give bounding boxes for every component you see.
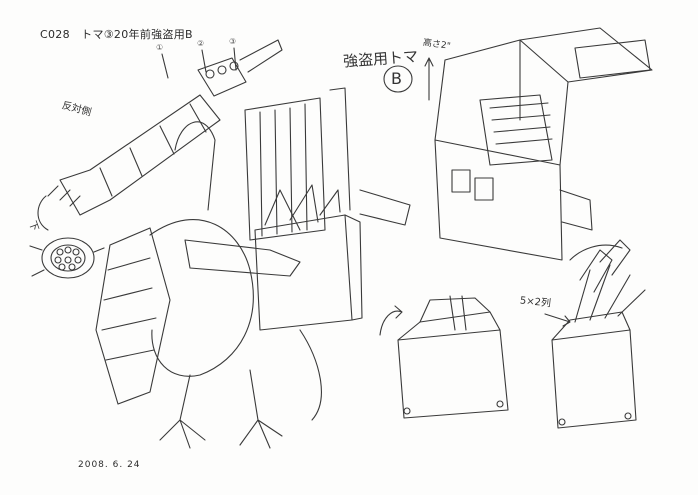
callout-arrows [161, 47, 237, 79]
muzzle-drawing [29, 237, 105, 279]
bag-drawing [379, 295, 509, 419]
callout-3: ③ [229, 37, 237, 46]
backpack-drawing [244, 87, 411, 331]
bag-full-drawing [544, 239, 646, 429]
callout-2: ② [197, 39, 205, 48]
bird-drawing [95, 121, 322, 449]
variant-badge: B [391, 69, 402, 88]
grid-note: 5×2列 [519, 295, 552, 310]
sheet-date: 2008. 6. 24 [78, 460, 141, 470]
crate-drawing [424, 27, 653, 261]
variant-badge-circle [383, 65, 413, 93]
callout-1: ① [156, 43, 164, 52]
launcher-drawing [37, 39, 283, 231]
sheet-header: C028 トマ③20年前強盗用B [40, 28, 193, 41]
